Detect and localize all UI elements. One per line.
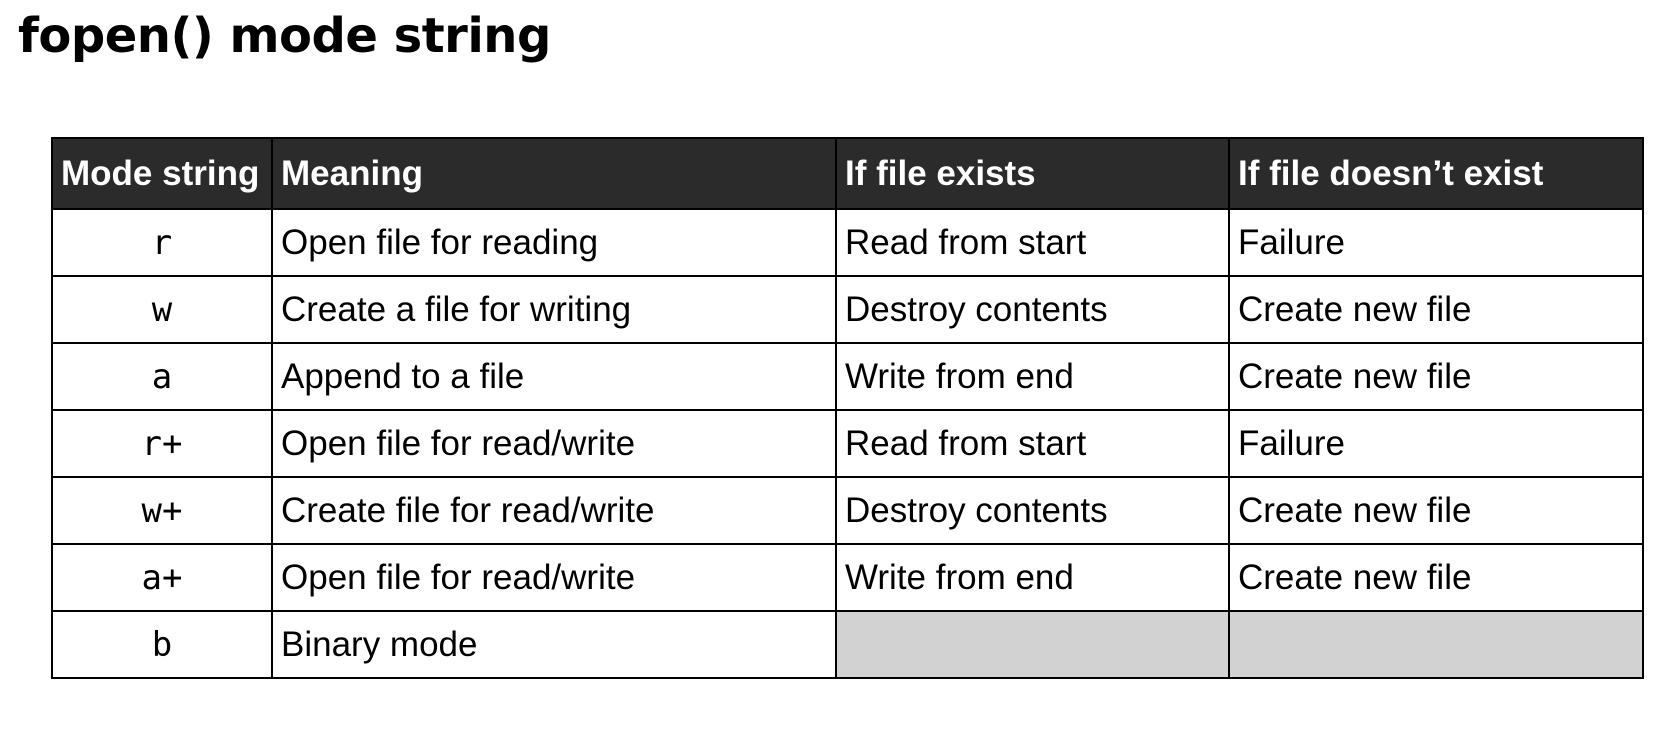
mode-cell: a+ (51, 543, 273, 612)
meaning-cell: Binary mode (271, 610, 837, 679)
mode-cell: r+ (51, 409, 273, 478)
if-exists-cell: Destroy contents (835, 275, 1230, 344)
empty-cell (835, 610, 1230, 679)
fopen-modes-table: Mode string Meaning If file exists If fi… (51, 137, 1644, 679)
page-title: fopen() mode string (18, 8, 551, 64)
table-row: b Binary mode (51, 610, 1644, 679)
column-header-if-file-exists: If file exists (835, 137, 1230, 210)
if-exists-cell: Write from end (835, 342, 1230, 411)
if-exists-cell: Read from start (835, 409, 1230, 478)
meaning-cell: Create file for read/write (271, 476, 837, 545)
if-not-exists-cell: Failure (1228, 409, 1644, 478)
table-row: r+ Open file for read/write Read from st… (51, 409, 1644, 478)
meaning-cell: Open file for read/write (271, 409, 837, 478)
column-header-meaning: Meaning (271, 137, 837, 210)
table-row: a+ Open file for read/write Write from e… (51, 543, 1644, 612)
empty-cell (1228, 610, 1644, 679)
mode-cell: a (51, 342, 273, 411)
table-row: a Append to a file Write from end Create… (51, 342, 1644, 411)
if-not-exists-cell: Failure (1228, 208, 1644, 277)
if-not-exists-cell: Create new file (1228, 476, 1644, 545)
header-row: Mode string Meaning If file exists If fi… (51, 137, 1644, 210)
table-row: r Open file for reading Read from start … (51, 208, 1644, 277)
if-exists-cell: Destroy contents (835, 476, 1230, 545)
column-header-mode-string: Mode string (51, 137, 273, 210)
table-row: w+ Create file for read/write Destroy co… (51, 476, 1644, 545)
if-exists-cell: Write from end (835, 543, 1230, 612)
if-not-exists-cell: Create new file (1228, 543, 1644, 612)
if-exists-cell: Read from start (835, 208, 1230, 277)
table-body: r Open file for reading Read from start … (51, 208, 1644, 679)
if-not-exists-cell: Create new file (1228, 342, 1644, 411)
mode-cell: w+ (51, 476, 273, 545)
mode-cell: w (51, 275, 273, 344)
table-header: Mode string Meaning If file exists If fi… (51, 137, 1644, 210)
mode-cell: b (51, 610, 273, 679)
meaning-cell: Open file for read/write (271, 543, 837, 612)
table-row: w Create a file for writing Destroy cont… (51, 275, 1644, 344)
meaning-cell: Open file for reading (271, 208, 837, 277)
column-header-if-file-doesnt-exist: If file doesn’t exist (1228, 137, 1644, 210)
if-not-exists-cell: Create new file (1228, 275, 1644, 344)
meaning-cell: Create a file for writing (271, 275, 837, 344)
mode-cell: r (51, 208, 273, 277)
meaning-cell: Append to a file (271, 342, 837, 411)
